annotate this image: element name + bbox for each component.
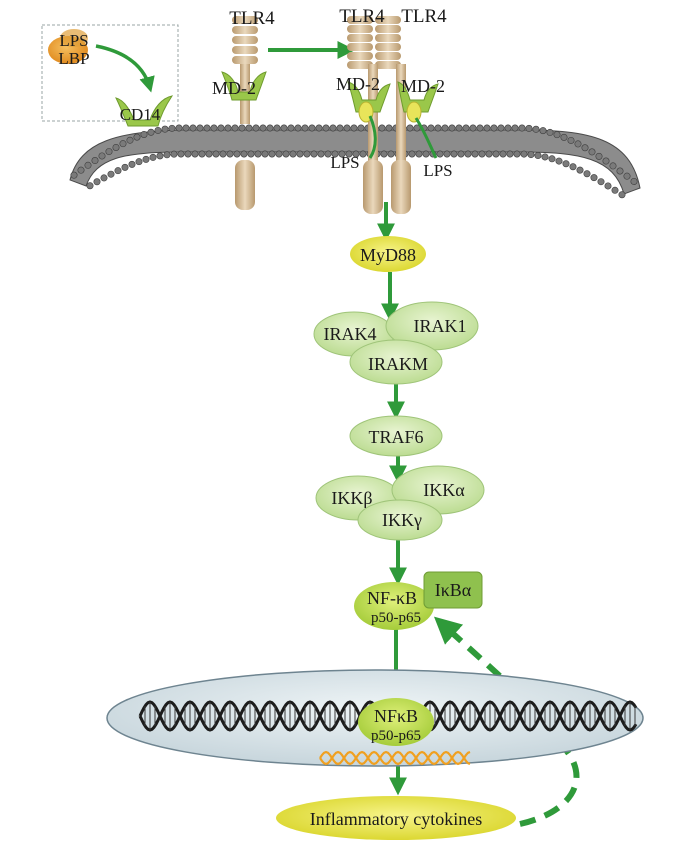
traf6-label: TRAF6 [368, 427, 423, 447]
tlr4-left-label: TLR4 [229, 8, 275, 29]
nfkb-nucleus-label: NFκB [374, 706, 418, 726]
ikba-label: IκBα [435, 580, 472, 600]
ikkg-label: IKKγ [382, 510, 422, 530]
myd88-node [350, 236, 426, 272]
cell-membrane [69, 124, 641, 199]
nfkb-cytoplasm-node [354, 582, 434, 630]
md2-left-label: MD-2 [212, 78, 256, 98]
nfkb-top-label: NF-κB [367, 588, 417, 608]
md2-right-label: MD-2 [401, 76, 445, 96]
tlr4-dimer-receptor [347, 16, 439, 214]
lps-right-label: LPS [423, 161, 452, 180]
cd14-label: CD14 [120, 105, 161, 124]
lps-lbp-box [41, 24, 179, 122]
irak1-label: IRAK1 [414, 316, 467, 336]
md2-mid-label: MD-2 [336, 74, 380, 94]
cytokines-node [276, 796, 516, 840]
membrane-bilayer [69, 129, 641, 195]
traf6-node [349, 415, 443, 457]
nfkb-nucleus-node [358, 698, 434, 746]
tlr4-right-label: TLR4 [401, 6, 447, 27]
lipid-heads-top [70, 124, 638, 185]
tlr4-left-receptor [221, 16, 267, 210]
ikkg-node [357, 499, 443, 541]
myd88-label: MyD88 [360, 245, 416, 265]
ikba-node [423, 571, 483, 609]
ikkb-label: IKKβ [331, 488, 372, 508]
p50p65-nucleus-label: p50-p65 [371, 728, 421, 744]
cd14-shape [115, 95, 174, 127]
lps-blob [60, 29, 88, 47]
mrna-strands [319, 750, 471, 766]
cytokines-label: Inflammatory cytokines [310, 809, 482, 829]
lps-to-cd14-arrow [95, 44, 155, 93]
ikka-label: IKKα [423, 480, 465, 500]
tlr4-mid-label: TLR4 [339, 6, 385, 27]
p50p65-top-label: p50-p65 [371, 610, 421, 626]
lps-mid-label: LPS [330, 153, 359, 172]
irakm-label: IRAKM [368, 354, 428, 374]
lps-label-box: LPS [59, 31, 88, 50]
irak4-label: IRAK4 [324, 324, 377, 344]
irakm-node [349, 339, 443, 385]
lbp-label-box: LBP [58, 49, 89, 68]
